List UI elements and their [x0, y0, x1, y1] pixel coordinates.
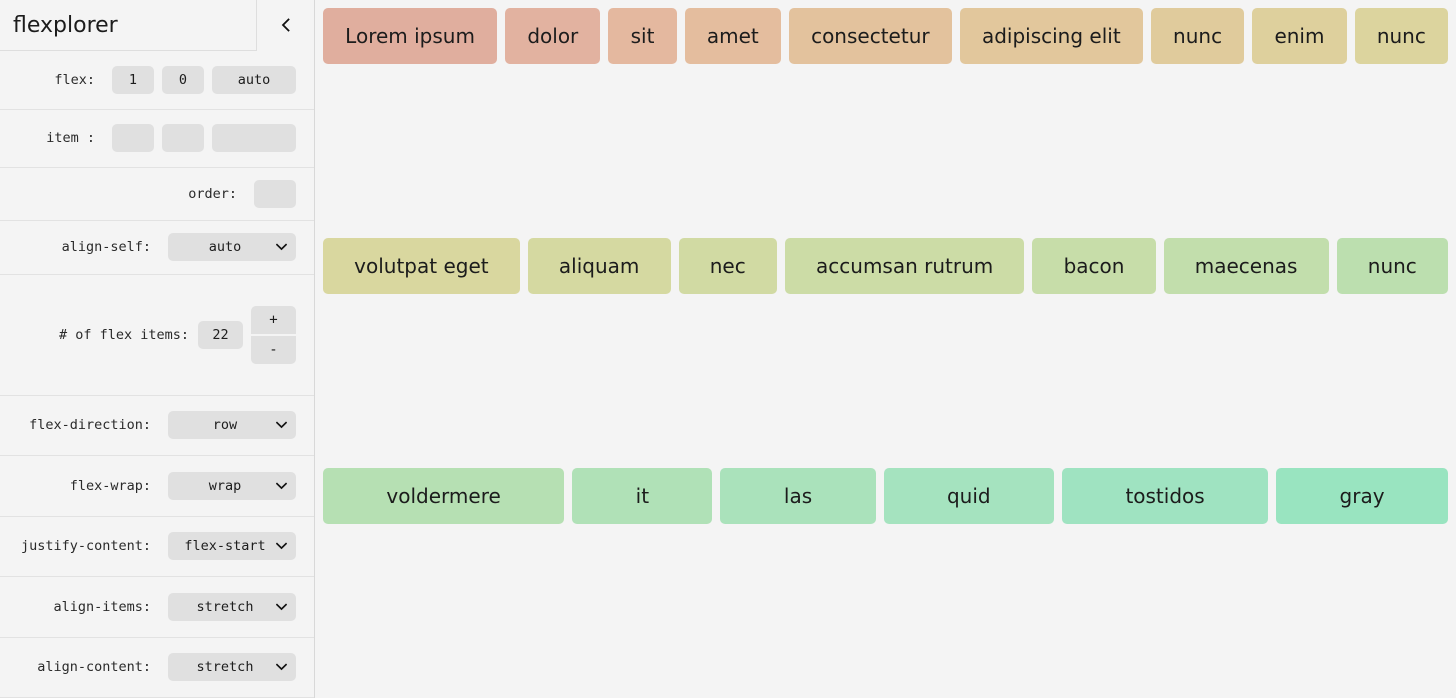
flex-wrap-row: flex-wrap: nowrapwrapwrap-reverse — [0, 456, 314, 517]
flex-item-label: adipiscing elit — [981, 24, 1121, 48]
flex-grow-input[interactable] — [112, 65, 154, 94]
flex-shrink-input[interactable] — [162, 65, 204, 94]
flex-item[interactable]: enim — [1252, 8, 1347, 64]
flex-item[interactable]: amet — [684, 8, 781, 64]
item-shrink-input[interactable] — [162, 124, 204, 153]
flex-item-label: volutpat eget — [354, 254, 489, 278]
sidebar-header: flexplorer — [0, 0, 314, 51]
justify-content-row: justify-content: flex-startflex-endcente… — [0, 516, 314, 578]
flex-item[interactable]: voldermere — [323, 468, 565, 524]
flex-item[interactable]: quid — [883, 468, 1055, 524]
flex-wrap-select-wrap: nowrapwrapwrap-reverse — [168, 471, 296, 500]
flex-item[interactable]: it — [572, 468, 713, 524]
decrement-button[interactable]: - — [251, 335, 296, 364]
align-items-select-wrap: stretchflex-startflex-endcenterbaseline — [168, 592, 296, 621]
item-row: item : — [0, 109, 314, 169]
flex-item-count-input[interactable] — [198, 320, 243, 349]
justify-content-label: justify-content: — [20, 538, 151, 555]
flex-canvas-panel: Lorem ipsum dolor sit amet consectetur adipis… — [315, 0, 1456, 698]
flex-item-count-row: # of flex items: + - — [0, 274, 314, 396]
flex-item[interactable]: nunc — [1354, 8, 1449, 64]
align-self-select-wrap: autoflex-startflex-endcenterbaselinestre… — [168, 233, 296, 262]
flex-direction-row: flex-direction: rowrow-reversecolumncolu… — [0, 395, 314, 457]
flex-item-label: it — [635, 484, 650, 508]
flex-item[interactable]: adipiscing elit — [959, 8, 1143, 64]
flex-item-label: tostidos — [1125, 484, 1205, 508]
flex-item-label: sit — [630, 24, 655, 48]
flex-item[interactable]: nunc — [1150, 8, 1245, 64]
flex-item-label: aliquam — [558, 254, 640, 278]
flex-item[interactable]: Lorem ipsum — [323, 8, 498, 64]
align-items-row: align-items: stretchflex-startflex-endce… — [0, 577, 314, 638]
flex-container: Lorem ipsum dolor sit amet consectetur adipis… — [315, 0, 1456, 698]
sidebar: flexplorer flex: item : order: — [0, 0, 315, 698]
flex-wrap-label: flex-wrap: — [69, 477, 151, 494]
flex-direction-select-wrap: rowrow-reversecolumncolumn-reverse — [168, 411, 296, 440]
flex-direction-select[interactable]: rowrow-reversecolumncolumn-reverse — [168, 411, 296, 440]
flex-item-label: amet — [706, 24, 759, 48]
flex-item[interactable]: nunc — [1336, 238, 1448, 294]
item-label: item : — [46, 130, 95, 147]
flex-item[interactable]: aliquam — [527, 238, 671, 294]
flex-item-label: maecenas — [1194, 254, 1298, 278]
flex-item-label: quid — [946, 484, 991, 508]
page-title: flexplorer — [13, 12, 118, 38]
flex-item-label: accumsan rutrum — [816, 254, 994, 278]
flex-item[interactable]: consectetur — [788, 8, 952, 64]
flex-label: flex: — [54, 71, 95, 88]
flex-item-label: Lorem ipsum — [345, 24, 475, 48]
order-input[interactable] — [254, 180, 296, 209]
align-self-label: align-self: — [61, 239, 151, 256]
increment-button[interactable]: + — [251, 305, 296, 334]
align-items-select[interactable]: stretchflex-startflex-endcenterbaseline — [168, 592, 296, 621]
flex-item[interactable]: accumsan rutrum — [784, 238, 1025, 294]
flex-item[interactable]: volutpat eget — [323, 238, 520, 294]
item-basis-input[interactable] — [212, 124, 296, 153]
align-self-row: align-self: autoflex-startflex-endcenter… — [0, 221, 314, 275]
flex-item-label: nunc — [1173, 24, 1223, 48]
flex-item-count-label: # of flex items: — [58, 326, 189, 343]
align-content-row: align-content: stretchflex-startflex-end… — [0, 637, 314, 698]
align-items-label: align-items: — [53, 598, 151, 615]
align-content-label: align-content: — [37, 659, 151, 676]
flex-item[interactable]: dolor — [505, 8, 601, 64]
flex-item[interactable]: sit — [608, 8, 677, 64]
flex-item-label: nunc — [1376, 24, 1426, 48]
flex-item[interactable]: nec — [678, 238, 777, 294]
flex-item[interactable]: tostidos — [1062, 468, 1269, 524]
flex-item-label: enim — [1274, 24, 1325, 48]
flex-item-label: dolor — [527, 24, 579, 48]
order-row: order: — [0, 168, 314, 222]
flex-basis-input[interactable] — [212, 65, 296, 94]
flex-shorthand-row: flex: — [0, 51, 314, 110]
order-label: order: — [188, 186, 237, 203]
flex-item-label: bacon — [1063, 254, 1125, 278]
flex-item-label: gray — [1339, 484, 1385, 508]
flex-item-label: consectetur — [811, 24, 930, 48]
justify-content-select[interactable]: flex-startflex-endcenterspace-betweenspa… — [168, 532, 296, 561]
align-content-select[interactable]: stretchflex-startflex-endcenterspace-bet… — [168, 653, 296, 682]
flex-item-count-stepper: + - — [251, 305, 296, 364]
flex-item[interactable]: las — [720, 468, 876, 524]
flex-item[interactable]: gray — [1276, 468, 1448, 524]
item-grow-input[interactable] — [112, 124, 154, 153]
flex-item-label: nec — [709, 254, 746, 278]
chevron-left-icon[interactable] — [256, 0, 314, 51]
justify-content-select-wrap: flex-startflex-endcenterspace-betweenspa… — [168, 532, 296, 561]
flex-item-label: las — [783, 484, 813, 508]
align-content-select-wrap: stretchflex-startflex-endcenterspace-bet… — [168, 653, 296, 682]
flex-item[interactable]: maecenas — [1163, 238, 1329, 294]
flex-direction-label: flex-direction: — [29, 417, 151, 434]
align-self-select[interactable]: autoflex-startflex-endcenterbaselinestre… — [168, 233, 296, 262]
flex-item-label: voldermere — [386, 484, 501, 508]
flex-item[interactable]: bacon — [1032, 238, 1156, 294]
flex-item-label: nunc — [1367, 254, 1417, 278]
flex-wrap-select[interactable]: nowrapwrapwrap-reverse — [168, 471, 296, 500]
